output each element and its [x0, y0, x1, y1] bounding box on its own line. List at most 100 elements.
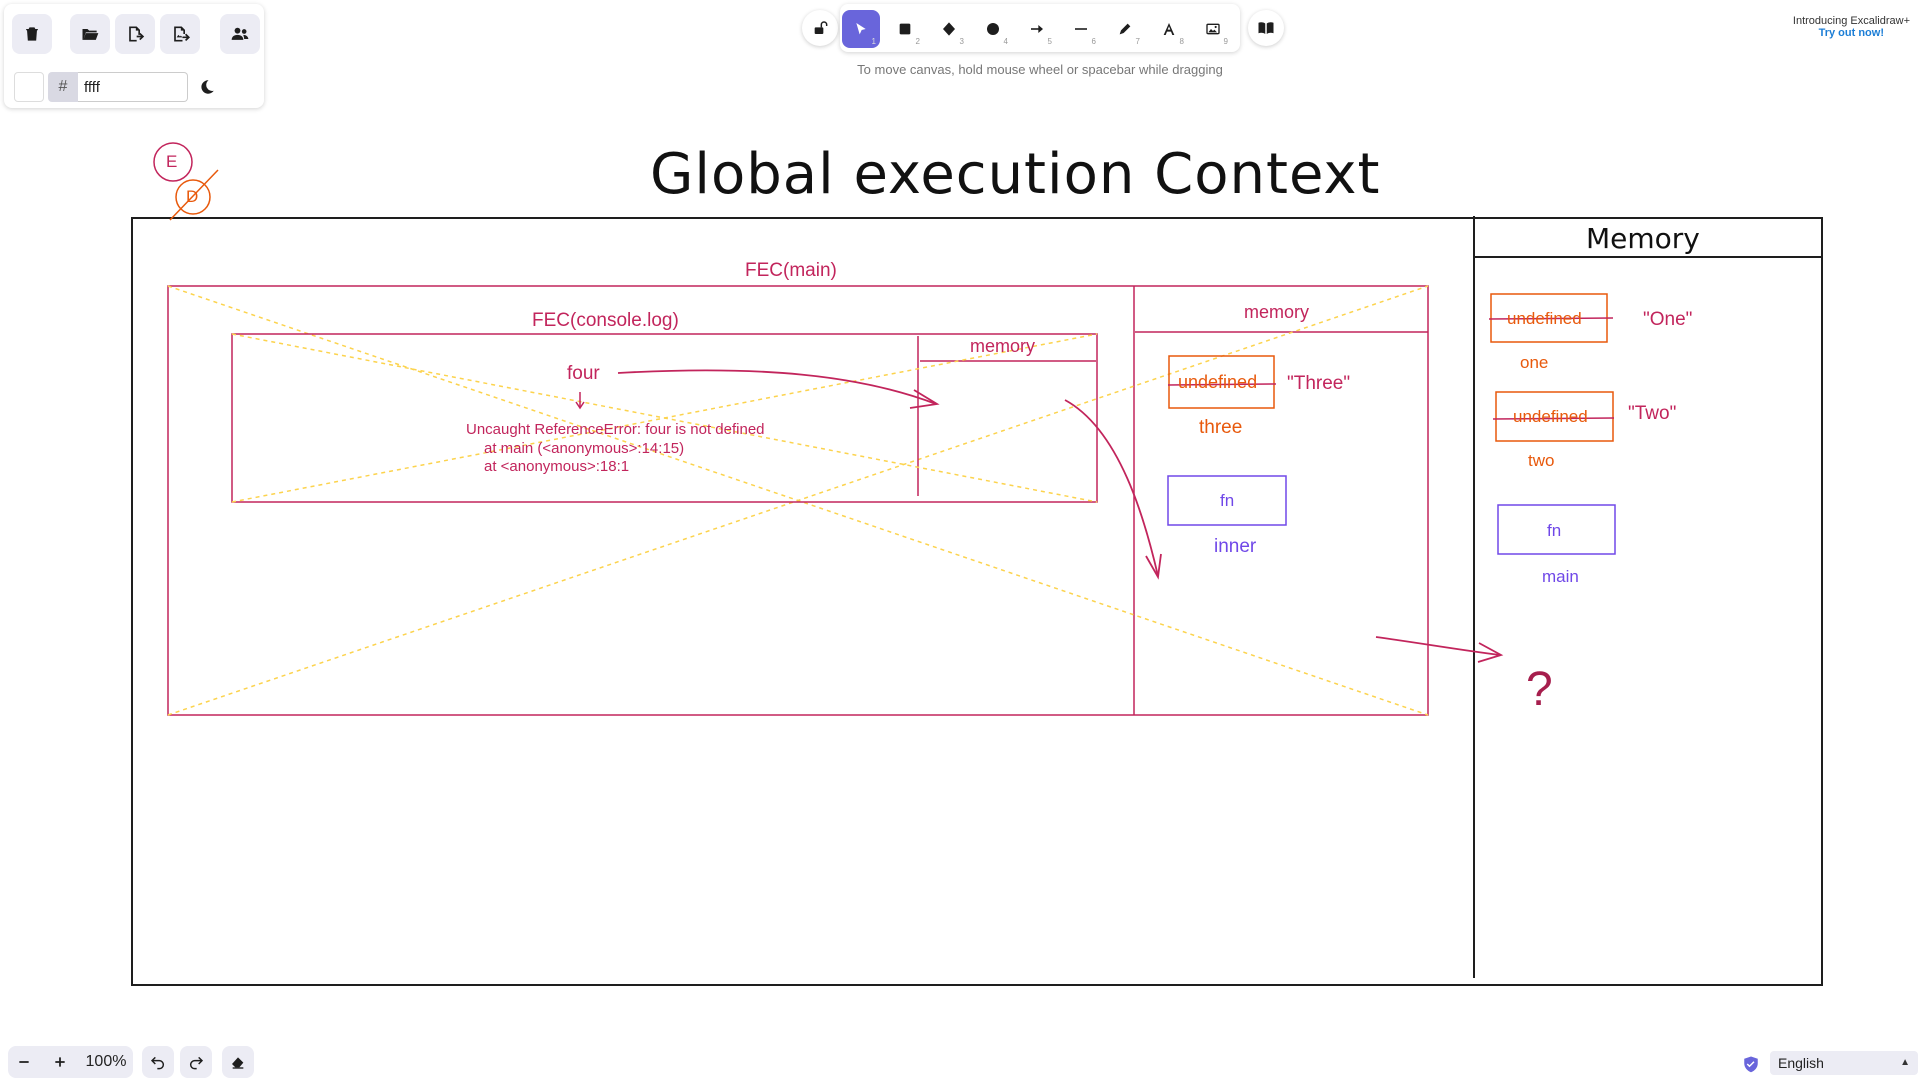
eraser-button[interactable] — [222, 1046, 254, 1078]
tool-line[interactable]: 6 — [1062, 10, 1100, 48]
inner-fn-box[interactable] — [1167, 475, 1287, 526]
undo-icon — [150, 1056, 165, 1070]
inner-fn-label[interactable]: fn — [1220, 491, 1235, 510]
background-color-input[interactable] — [78, 72, 188, 102]
diagram-title[interactable]: Global execution Context — [650, 142, 1381, 207]
fec-main-frame[interactable] — [167, 285, 1429, 716]
marker-e-label[interactable]: E — [166, 152, 178, 171]
shortcut-hint: 6 — [1091, 37, 1096, 46]
two-name[interactable]: two — [1528, 451, 1555, 470]
shortcut-hint: 4 — [1003, 37, 1008, 46]
tool-image[interactable]: 9 — [1194, 10, 1232, 48]
hex-prefix: # — [48, 72, 78, 102]
three-value[interactable]: "Three" — [1287, 373, 1351, 394]
tool-text[interactable]: 8 — [1150, 10, 1188, 48]
one-old-value[interactable]: undefined — [1507, 309, 1582, 328]
shapes-toolbar: 1 2 3 4 5 6 7 8 9 — [840, 4, 1240, 52]
live-collaboration-button[interactable] — [220, 14, 260, 54]
marker-e-circle[interactable] — [153, 142, 193, 182]
unlock-icon — [814, 21, 828, 34]
fec-main-label[interactable]: FEC(main) — [745, 260, 837, 281]
one-name[interactable]: one — [1520, 353, 1549, 372]
caret-icon: ▲ — [1900, 1057, 1910, 1068]
zoom-in-button[interactable] — [44, 1046, 76, 1078]
question-mark[interactable]: ? — [1526, 663, 1553, 716]
shield-icon[interactable] — [1742, 1054, 1760, 1074]
lookup-arrow[interactable] — [617, 369, 937, 405]
save-to-icon — [129, 26, 145, 42]
shortcut-hint: 8 — [1179, 37, 1184, 46]
tool-arrow[interactable]: 5 — [1018, 10, 1056, 48]
text-icon — [1163, 23, 1175, 35]
fec-main-memory-label[interactable]: memory — [1244, 302, 1310, 322]
error-message-line[interactable]: at <anonymous>:18:1 — [484, 458, 630, 475]
two-old-value[interactable]: undefined — [1513, 407, 1588, 426]
pencil-icon — [1119, 23, 1131, 35]
shortcut-hint: 7 — [1135, 37, 1140, 46]
inner-name[interactable]: inner — [1214, 536, 1257, 557]
tool-diamond[interactable]: 3 — [930, 10, 968, 48]
collaborate-icon — [231, 27, 249, 40]
three-name[interactable]: three — [1199, 417, 1243, 438]
theme-toggle-button[interactable] — [196, 76, 218, 98]
moon-icon — [201, 80, 214, 94]
zoom-level[interactable]: 100% — [85, 1053, 127, 1070]
arrowhead — [1145, 553, 1162, 580]
rectangle-icon — [899, 23, 911, 35]
language-value: English — [1778, 1055, 1824, 1071]
marker-d-label[interactable]: D — [186, 187, 199, 206]
tool-ellipse[interactable]: 4 — [974, 10, 1012, 48]
error-message-line[interactable]: Uncaught ReferenceError: four is not def… — [466, 421, 765, 438]
undo-button[interactable] — [142, 1046, 174, 1078]
arrowhead — [575, 401, 585, 410]
eraser-icon — [232, 1057, 244, 1069]
arrowhead — [1477, 642, 1504, 663]
scope-arrow[interactable] — [1375, 636, 1501, 656]
open-button[interactable] — [70, 14, 110, 54]
strike-through — [1492, 417, 1615, 420]
tool-selection[interactable]: 1 — [842, 10, 880, 48]
two-value[interactable]: "Two" — [1628, 403, 1677, 424]
zoom-out-button[interactable] — [8, 1046, 40, 1078]
redo-icon — [189, 1056, 204, 1070]
fec-console-memory-label[interactable]: memory — [970, 336, 1036, 356]
shortcut-hint: 3 — [959, 37, 964, 46]
clear-canvas-button[interactable] — [12, 14, 52, 54]
tool-draw[interactable]: 7 — [1106, 10, 1144, 48]
library-button[interactable] — [1248, 10, 1284, 46]
arrow-icon — [1031, 25, 1043, 33]
promo-link[interactable]: Try out now! — [1818, 27, 1884, 39]
tool-rectangle[interactable]: 2 — [886, 10, 924, 48]
save-to-button[interactable] — [115, 14, 155, 54]
shortcut-hint: 5 — [1047, 37, 1052, 46]
error-message-line[interactable]: at main (<anonymous>:14:15) — [484, 440, 685, 457]
zoom-controls: 100% — [8, 1046, 133, 1078]
promo-text: Introducing Excalidraw+ — [1792, 15, 1910, 27]
fec-console-label[interactable]: FEC(console.log) — [532, 310, 679, 331]
main-name[interactable]: main — [1542, 567, 1579, 586]
fec-console-frame[interactable] — [231, 333, 1098, 503]
three-value-box[interactable] — [1168, 355, 1275, 409]
shortcut-hint: 1 — [871, 37, 876, 46]
main-fn-label[interactable]: fn — [1547, 521, 1562, 540]
global-context-frame[interactable] — [131, 217, 1823, 986]
two-value-box[interactable] — [1495, 391, 1614, 442]
redo-button[interactable] — [180, 1046, 212, 1078]
canvas-hint: To move canvas, hold mouse wheel or spac… — [857, 62, 1223, 77]
memory-header[interactable]: Memory — [1586, 222, 1700, 255]
three-old-value[interactable]: undefined — [1178, 372, 1258, 392]
shortcut-hint: 2 — [915, 37, 920, 46]
lock-tool-button[interactable] — [802, 10, 838, 46]
main-fn-box[interactable] — [1497, 504, 1616, 555]
marker-d-circle[interactable] — [175, 179, 211, 215]
language-select[interactable]: English ▲ — [1770, 1051, 1918, 1075]
export-image-button[interactable] — [160, 14, 200, 54]
export-image-icon — [174, 26, 190, 42]
library-icon — [1258, 22, 1274, 34]
one-value[interactable]: "One" — [1643, 309, 1693, 330]
four-label[interactable]: four — [567, 363, 600, 384]
scope-arrow[interactable] — [1064, 399, 1159, 577]
cross-out-line — [167, 285, 1429, 716]
background-color-swatch[interactable] — [14, 72, 44, 102]
